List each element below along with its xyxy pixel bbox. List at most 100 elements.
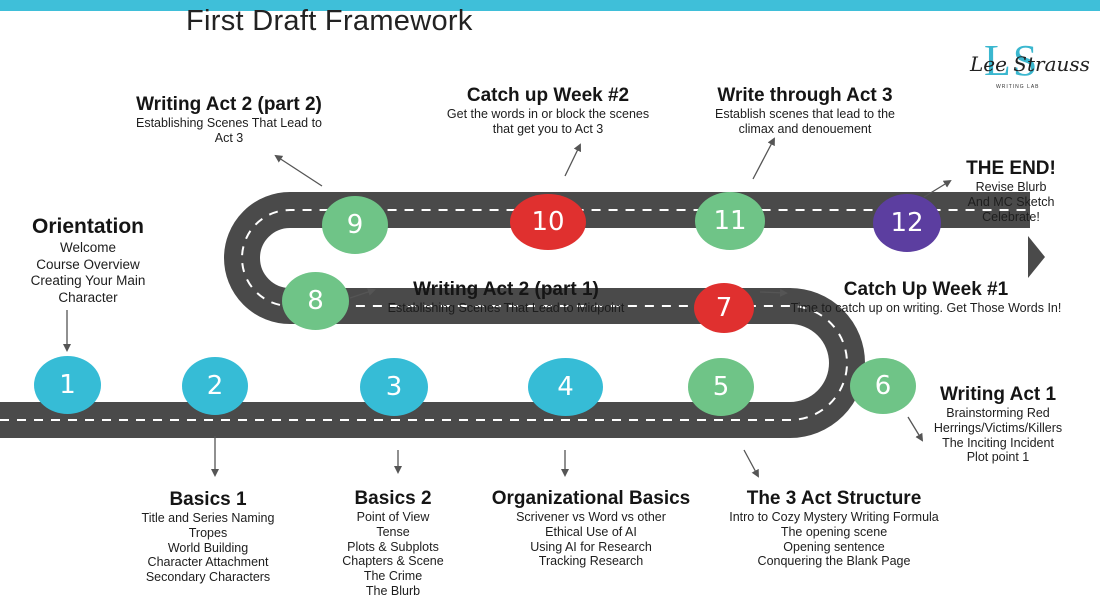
step-3-line: The Crime: [363, 569, 423, 584]
step-11-line: Establish scenes that lead to the: [715, 107, 895, 121]
logo-name: Lee Strauss: [970, 52, 1090, 76]
step-5-line: The opening scene: [780, 524, 888, 539]
step-11-label: Write through Act 3 Establish scenes tha…: [694, 85, 916, 137]
step-4-circle: 4: [528, 358, 603, 416]
step-12-number: 12: [890, 208, 924, 238]
step-4-number: 4: [557, 372, 574, 402]
step-3-title: Basics 2: [354, 488, 432, 509]
step-1-line: Creating Your Main: [30, 273, 146, 288]
step-3-number: 3: [385, 372, 403, 402]
step-9-line: Act 3: [214, 130, 244, 145]
step-6-title: Writing Act 1: [939, 384, 1057, 405]
step-1-title: Orientation: [31, 215, 144, 238]
step-6-number: 6: [874, 371, 892, 401]
step-3-line: Plots & Subplots: [347, 539, 439, 554]
brand-logo: LS Lee Strauss WRITING LAB: [966, 36, 1090, 98]
step-8-label: Writing Act 2 (part 1) Establishing Scen…: [368, 279, 644, 316]
step-1-line: Welcome: [59, 240, 117, 255]
step-5-label: The 3 Act Structure Intro to Cozy Myster…: [708, 488, 960, 569]
step-1-circle: 1: [34, 356, 101, 414]
step-3-line: Tense: [376, 524, 410, 539]
step-9-label: Writing Act 2 (part 2) Establishing Scen…: [118, 94, 340, 146]
step-10-label: Catch up Week #2 Get the words in or blo…: [428, 85, 668, 137]
step-4-line: Ethical Use of AI: [545, 524, 637, 539]
step-6-line: The Inciting Incident: [942, 435, 1054, 450]
step-9-title: Writing Act 2 (part 2): [136, 94, 322, 115]
step-2-line: Title and Series Naming: [141, 511, 275, 525]
step-11-number: 11: [713, 206, 747, 236]
step-2-line: Secondary Characters: [145, 570, 271, 585]
arrow-5: [743, 449, 759, 478]
top-accent-bar: [0, 0, 1100, 11]
step-6-line: Brainstorming Red: [946, 406, 1050, 420]
step-1-number: 1: [59, 370, 76, 400]
logo-monogram: LS: [984, 36, 1040, 85]
step-12-title: THE END!: [966, 158, 1056, 179]
road: [0, 192, 1045, 438]
step-10-number: 10: [531, 207, 565, 237]
step-12-line: Revise Blurb: [975, 180, 1047, 194]
step-4-line: Tracking Research: [538, 554, 644, 569]
step-1-line: Course Overview: [36, 256, 140, 272]
step-8-circle: 8: [282, 272, 349, 330]
step-11-line: climax and denouement: [738, 121, 872, 136]
step-11-title: Write through Act 3: [717, 85, 893, 106]
step-12-label: THE END! Revise Blurb And MC Sketch Cele…: [950, 158, 1072, 224]
step-10-title: Catch up Week #2: [466, 85, 630, 106]
arrow-12: [923, 179, 952, 198]
page-title: First Draft Framework: [186, 5, 473, 37]
step-5-title: The 3 Act Structure: [746, 488, 922, 509]
step-1-line: Character: [58, 289, 118, 305]
step-12-line: And MC Sketch: [967, 194, 1055, 209]
step-5-line: Opening sentence: [783, 539, 885, 554]
step-5-line: Intro to Cozy Mystery Writing Formula: [729, 510, 939, 524]
step-3-line: Chapters & Scene: [342, 554, 444, 569]
step-4-title: Organizational Basics: [491, 488, 691, 509]
step-11-circle: 11: [695, 192, 765, 250]
step-2-title: Basics 1: [169, 489, 247, 510]
arrow-6: [907, 416, 924, 442]
step-10-line: that get you to Act 3: [492, 121, 604, 136]
step-6-circle: 6: [850, 358, 916, 414]
step-10-line: Get the words in or block the scenes: [446, 107, 650, 121]
step-2-line: Character Attachment: [147, 555, 269, 570]
step-6-line: Herrings/Victims/Killers: [933, 420, 1063, 435]
step-3-label: Basics 2 Point of View Tense Plots & Sub…: [323, 488, 463, 599]
step-1-label: Orientation Welcome Course Overview Crea…: [8, 214, 168, 306]
step-12-line: Celebrate!: [982, 209, 1040, 224]
step-9-number: 9: [346, 210, 364, 240]
step-10-circle: 10: [510, 194, 586, 250]
step-7-title: Catch Up Week #1: [843, 279, 1009, 300]
step-8-title: Writing Act 2 (part 1): [413, 279, 599, 300]
step-9-circle: 9: [322, 196, 388, 254]
step-3-line: The Blurb: [365, 583, 421, 598]
step-8-line: Establishing Scenes That Lead to Midpoin…: [387, 301, 625, 315]
step-4-label: Organizational Basics Scrivener vs Word …: [478, 488, 704, 569]
step-5-number: 5: [712, 372, 730, 402]
step-12-circle: 12: [873, 194, 941, 252]
step-2-line: Tropes: [188, 525, 228, 540]
connector-arrows: [63, 137, 952, 478]
logo-subtitle: WRITING LAB: [996, 84, 1040, 90]
road-end-arrowhead: [1028, 236, 1045, 278]
step-5-circle: 5: [688, 358, 754, 416]
arrow-8: [349, 288, 376, 299]
step-2-number: 2: [206, 371, 224, 401]
step-2-label: Basics 1 Title and Series Naming Tropes …: [118, 489, 298, 585]
arrow-9: [274, 154, 323, 187]
step-3-line: Point of View: [356, 510, 430, 524]
step-7-circle: 7: [694, 283, 754, 333]
step-3-circle: 3: [360, 358, 428, 416]
step-7-line: Time to catch up on writing. Get Those W…: [790, 301, 1062, 315]
step-7-label: Catch Up Week #1 Time to catch up on wri…: [766, 279, 1086, 316]
step-9-line: Establishing Scenes That Lead to: [135, 116, 322, 130]
arrow-11: [752, 137, 775, 180]
arrow-10: [564, 143, 581, 177]
step-8-number: 8: [307, 286, 324, 316]
arrow-7: [759, 288, 788, 297]
step-6-label: Writing Act 1 Brainstorming Red Herrings…: [918, 384, 1078, 465]
step-5-line: Conquering the Blank Page: [757, 554, 911, 569]
step-6-line: Plot point 1: [966, 450, 1030, 465]
step-2-line: World Building: [167, 540, 249, 555]
